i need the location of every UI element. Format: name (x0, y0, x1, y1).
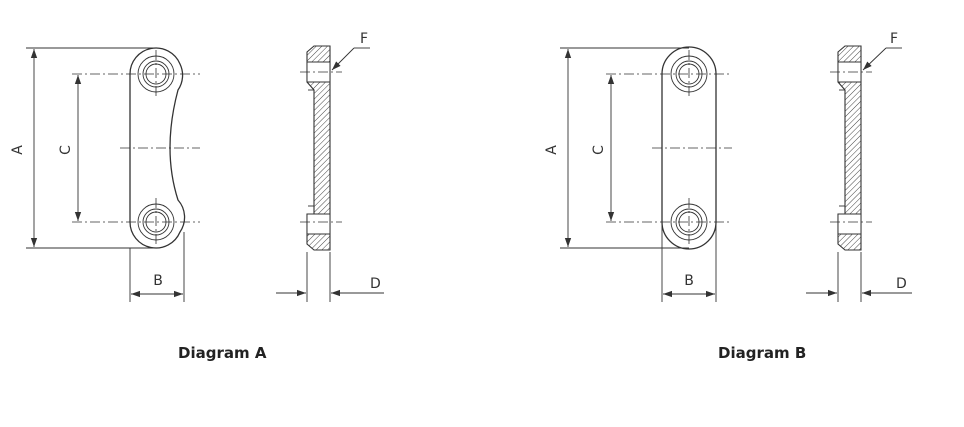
diagram-b: A C B F (544, 31, 912, 302)
dimension-c-b: C (591, 75, 615, 221)
label-c-a: C (58, 145, 74, 155)
dimension-b-a: B (129, 232, 185, 302)
dimension-d-a: D (276, 252, 384, 302)
dimension-a-b: A (544, 47, 689, 249)
label-a-a: A (10, 145, 26, 155)
label-f-b: F (890, 31, 898, 47)
dimension-a-a: A (10, 47, 156, 249)
dimension-b-b: B (661, 224, 717, 302)
label-b-b: B (684, 273, 694, 289)
leader-f-b: F (862, 31, 902, 71)
dimension-d-b: D (806, 252, 912, 302)
dimension-c-a: C (58, 75, 82, 221)
label-d-b: D (896, 276, 907, 292)
label-b-a: B (153, 273, 163, 289)
plate-front-view-b (606, 46, 732, 250)
label-a-b: A (544, 145, 560, 155)
label-f-a: F (360, 31, 368, 47)
label-d-a: D (370, 276, 381, 292)
caption-diagram-b: Diagram B (718, 344, 807, 362)
plate-front-view-a (72, 47, 200, 249)
label-c-b: C (591, 145, 607, 155)
caption-diagram-a: Diagram A (178, 344, 267, 362)
leader-f-a: F (331, 31, 370, 71)
plate-side-view-a (300, 45, 342, 251)
diagram-a: A C B F (10, 31, 384, 302)
plate-side-view-b (830, 45, 872, 251)
